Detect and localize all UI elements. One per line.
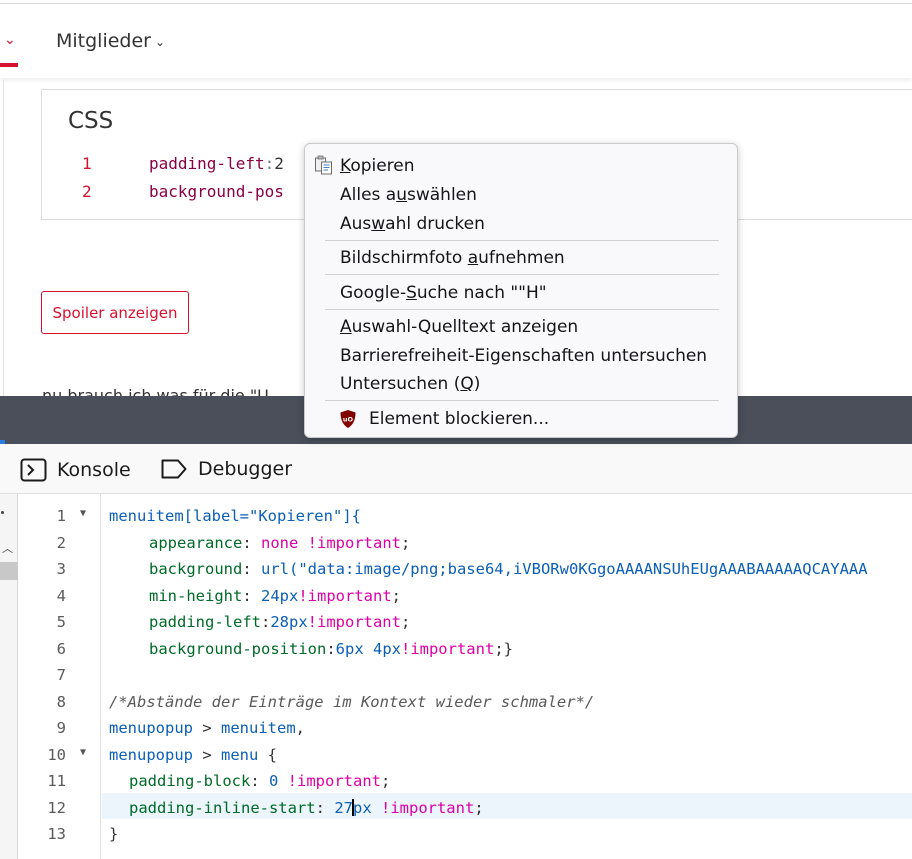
code-line[interactable]: 8 /*Abstände der Einträge im Kontext wie… — [0, 689, 912, 716]
show-spoiler-button[interactable]: Spoiler anzeigen — [41, 291, 189, 334]
debugger-icon — [160, 458, 188, 480]
devtools-toolbar: Konsole Debugger — [0, 444, 912, 494]
line-number: 5 — [56, 613, 66, 631]
code-line[interactable]: 3 background: url("data:image/png;base64… — [0, 556, 912, 583]
code-line[interactable]: 11 padding-block: 0 !important; — [0, 768, 912, 795]
code-line[interactable]: 13 } — [0, 821, 912, 848]
fold-arrow-icon[interactable]: ▼ — [80, 508, 87, 519]
marker-dot — [1, 511, 4, 514]
code-line[interactable]: 10 ▼ menupopup > menu { — [0, 742, 912, 769]
menu-separator — [325, 400, 719, 401]
line-number: 12 — [47, 798, 66, 817]
code-text: menuitem[label="Kopieren"]{ — [109, 507, 361, 525]
line-number: 1 — [56, 507, 66, 525]
tab-konsole[interactable]: Konsole — [20, 458, 131, 482]
menu-item-untersuchen[interactable]: Untersuchen (Q) — [340, 374, 481, 394]
code-text: min-height: 24px!important; — [149, 586, 401, 605]
code-text: appearance: none !important; — [149, 533, 411, 552]
line-number: 2 — [56, 533, 66, 552]
fold-arrow-icon[interactable]: ▼ — [80, 746, 87, 758]
menu-separator — [325, 274, 719, 275]
code-block-title: CSS — [68, 108, 114, 134]
code-text: menupopup > menuitem, — [109, 719, 305, 737]
nav-item-mitglieder[interactable]: Mitglieder ⌄ — [56, 30, 165, 52]
code-line[interactable]: 9 menupopup > menuitem, — [0, 715, 912, 742]
line-number: 8 — [56, 692, 66, 711]
code-text: padding-left:2 — [149, 154, 284, 173]
line-number: 10 — [47, 745, 66, 764]
scrollbar-thumb[interactable] — [0, 562, 18, 580]
tab-label: Debugger — [198, 458, 293, 480]
code-line[interactable]: 2 appearance: none !important; — [0, 530, 912, 557]
code-line[interactable]: 6 background-position:6px 4px!important;… — [0, 636, 912, 663]
code-line-active[interactable]: 12 padding-inline-start: 27px !important… — [0, 795, 912, 822]
menu-separator — [325, 309, 719, 310]
post-text: nu brauch ich was für die "U — [42, 386, 269, 396]
line-number: 4 — [56, 586, 66, 605]
chevron-down-icon[interactable]: ⌄ — [4, 32, 16, 48]
line-gutter — [19, 494, 101, 859]
console-icon — [20, 458, 47, 482]
menu-separator — [325, 240, 719, 241]
menu-item-google-suche[interactable]: Google-Suche nach ""H" — [340, 283, 547, 303]
code-text: background-pos — [149, 182, 284, 201]
line-number: 3 — [56, 560, 66, 578]
code-text: padding-left:28px!important; — [149, 613, 411, 631]
text-caret — [352, 798, 354, 816]
menu-item-bildschirmfoto[interactable]: Bildschirmfoto aufnehmen — [340, 248, 565, 268]
side-panel: ︿ — [0, 494, 18, 859]
devtools-header-accent — [0, 440, 5, 444]
menu-item-alles-auswaehlen[interactable]: Alles auswählen — [340, 185, 477, 205]
style-editor[interactable]: ︿ 1 ▼ menuitem[label="Kopieren"]{ 2 appe… — [0, 494, 912, 859]
svg-text:uO: uO — [343, 416, 354, 424]
menu-item-quelltext-anzeigen[interactable]: Auswahl-Quelltext anzeigen — [340, 317, 579, 337]
forum-nav-bar: ⌄ Mitglieder ⌄ — [0, 4, 912, 78]
line-number: 7 — [56, 666, 66, 684]
code-line[interactable]: 7 — [0, 662, 912, 689]
code-text: background: url("data:image/png;base64,i… — [149, 560, 868, 578]
ublock-origin-icon: uO — [339, 409, 357, 433]
tab-label: Konsole — [57, 459, 131, 481]
line-number: 6 — [56, 639, 66, 658]
menu-item-auswahl-drucken[interactable]: Auswahl drucken — [340, 214, 485, 234]
line-number: 1 — [82, 154, 92, 173]
nav-item-label: Mitglieder — [56, 30, 151, 52]
chevron-up-icon[interactable]: ︿ — [2, 542, 13, 555]
active-line-highlight — [102, 793, 912, 819]
code-line[interactable]: 4 min-height: 24px!important; — [0, 583, 912, 610]
line-number: 11 — [47, 772, 66, 790]
code-line[interactable]: 1 ▼ menuitem[label="Kopieren"]{ — [0, 503, 912, 530]
code-comment: /*Abstände der Einträge im Kontext wiede… — [109, 692, 595, 711]
code-text: } — [109, 825, 119, 843]
context-menu: Kopieren Alles auswählen Auswahl drucken… — [304, 143, 738, 438]
line-number: 13 — [47, 825, 66, 843]
menu-item-kopieren[interactable]: Kopieren — [340, 156, 415, 176]
code-text: padding-inline-start: 27px !important; — [129, 798, 484, 817]
code-text: background-position:6px 4px!important;} — [149, 639, 513, 658]
line-number: 2 — [82, 182, 92, 201]
tab-debugger[interactable]: Debugger — [160, 458, 292, 480]
nav-active-indicator — [0, 63, 18, 67]
code-text: menupopup > menu { — [109, 745, 277, 764]
menu-item-element-blockieren[interactable]: Element blockieren... — [369, 409, 550, 429]
code-text: padding-block: 0 !important; — [129, 772, 391, 790]
menu-item-barrierefreiheit[interactable]: Barrierefreiheit-Eigenschaften untersuch… — [340, 346, 708, 366]
line-number: 9 — [56, 719, 66, 737]
top-border — [0, 3, 912, 4]
code-line[interactable]: 5 padding-left:28px!important; — [0, 609, 912, 636]
copy-icon — [314, 155, 334, 179]
chevron-down-icon: ⌄ — [155, 35, 166, 49]
content-border — [3, 80, 4, 396]
